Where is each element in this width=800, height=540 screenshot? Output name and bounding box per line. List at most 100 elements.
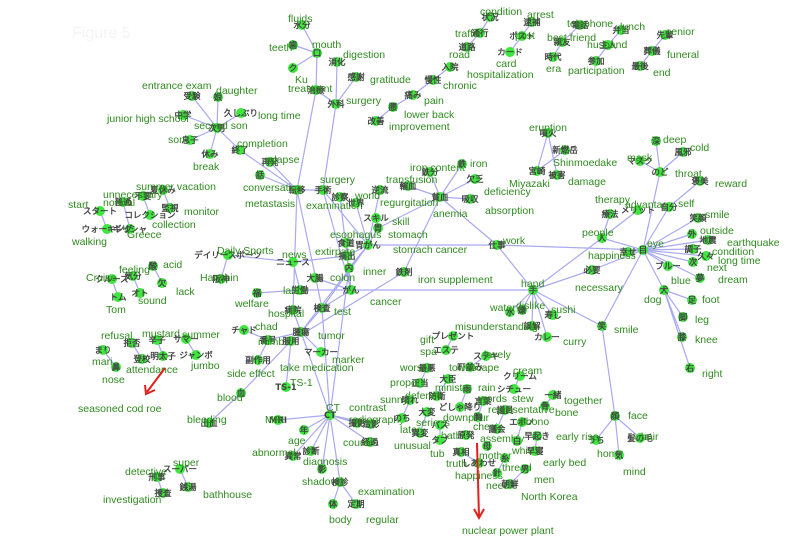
node-dot-icon[interactable] <box>678 312 688 322</box>
node-dot-icon[interactable] <box>213 92 223 102</box>
node-dot-icon[interactable] <box>505 479 515 489</box>
node-dot-icon[interactable] <box>299 425 309 435</box>
node-dot-icon[interactable] <box>375 185 385 195</box>
node-ku[interactable]: クKu <box>288 63 308 86</box>
node-dot-icon[interactable] <box>255 170 265 180</box>
node-dot-icon[interactable] <box>165 203 175 213</box>
node-dot-icon[interactable] <box>388 102 398 112</box>
node-dot-icon[interactable] <box>351 198 361 208</box>
node-dot-icon[interactable] <box>532 431 542 441</box>
node-dot-icon[interactable] <box>505 47 515 57</box>
node-dot-icon[interactable] <box>528 285 538 295</box>
node-dot-icon[interactable] <box>288 257 298 267</box>
node-ts1[interactable]: TS-1TS-1 <box>275 377 313 393</box>
node-dot-icon[interactable] <box>281 382 291 392</box>
node-dot-icon[interactable] <box>175 464 185 474</box>
node-dot-icon[interactable] <box>695 176 705 186</box>
node-dot-icon[interactable] <box>98 345 108 355</box>
node-dot-icon[interactable] <box>183 482 193 492</box>
node-dot-icon[interactable] <box>455 402 465 412</box>
node-dot-icon[interactable] <box>158 351 168 361</box>
node-dot-icon[interactable] <box>415 378 425 388</box>
node-dot-icon[interactable] <box>548 390 558 400</box>
node-dot-icon[interactable] <box>532 166 542 176</box>
node-dot-icon[interactable] <box>492 468 502 478</box>
node-dot-icon[interactable] <box>288 305 298 315</box>
node-dot-icon[interactable] <box>95 206 105 216</box>
node-dot-icon[interactable] <box>435 420 445 430</box>
node-dot-icon[interactable] <box>113 292 123 302</box>
node-dot-icon[interactable] <box>687 295 697 305</box>
node-dot-icon[interactable] <box>651 136 661 146</box>
node-mentaiko[interactable]: 明太子 <box>150 351 176 362</box>
node-dot-icon[interactable] <box>685 363 695 373</box>
node-dot-icon[interactable] <box>575 20 585 30</box>
node-dot-icon[interactable] <box>405 395 415 405</box>
node-dot-icon[interactable] <box>448 331 458 341</box>
node-dot-icon[interactable] <box>318 185 328 195</box>
node-dot-icon[interactable] <box>331 99 341 109</box>
node-dot-icon[interactable] <box>295 285 305 295</box>
node-dot-icon[interactable] <box>204 418 214 428</box>
node-dot-icon[interactable] <box>403 181 413 191</box>
node-dot-icon[interactable] <box>473 412 483 422</box>
node-dot-icon[interactable] <box>187 91 197 101</box>
node-dot-icon[interactable] <box>205 149 215 159</box>
node-dot-icon[interactable] <box>157 278 167 288</box>
node-dot-icon[interactable] <box>465 194 475 204</box>
